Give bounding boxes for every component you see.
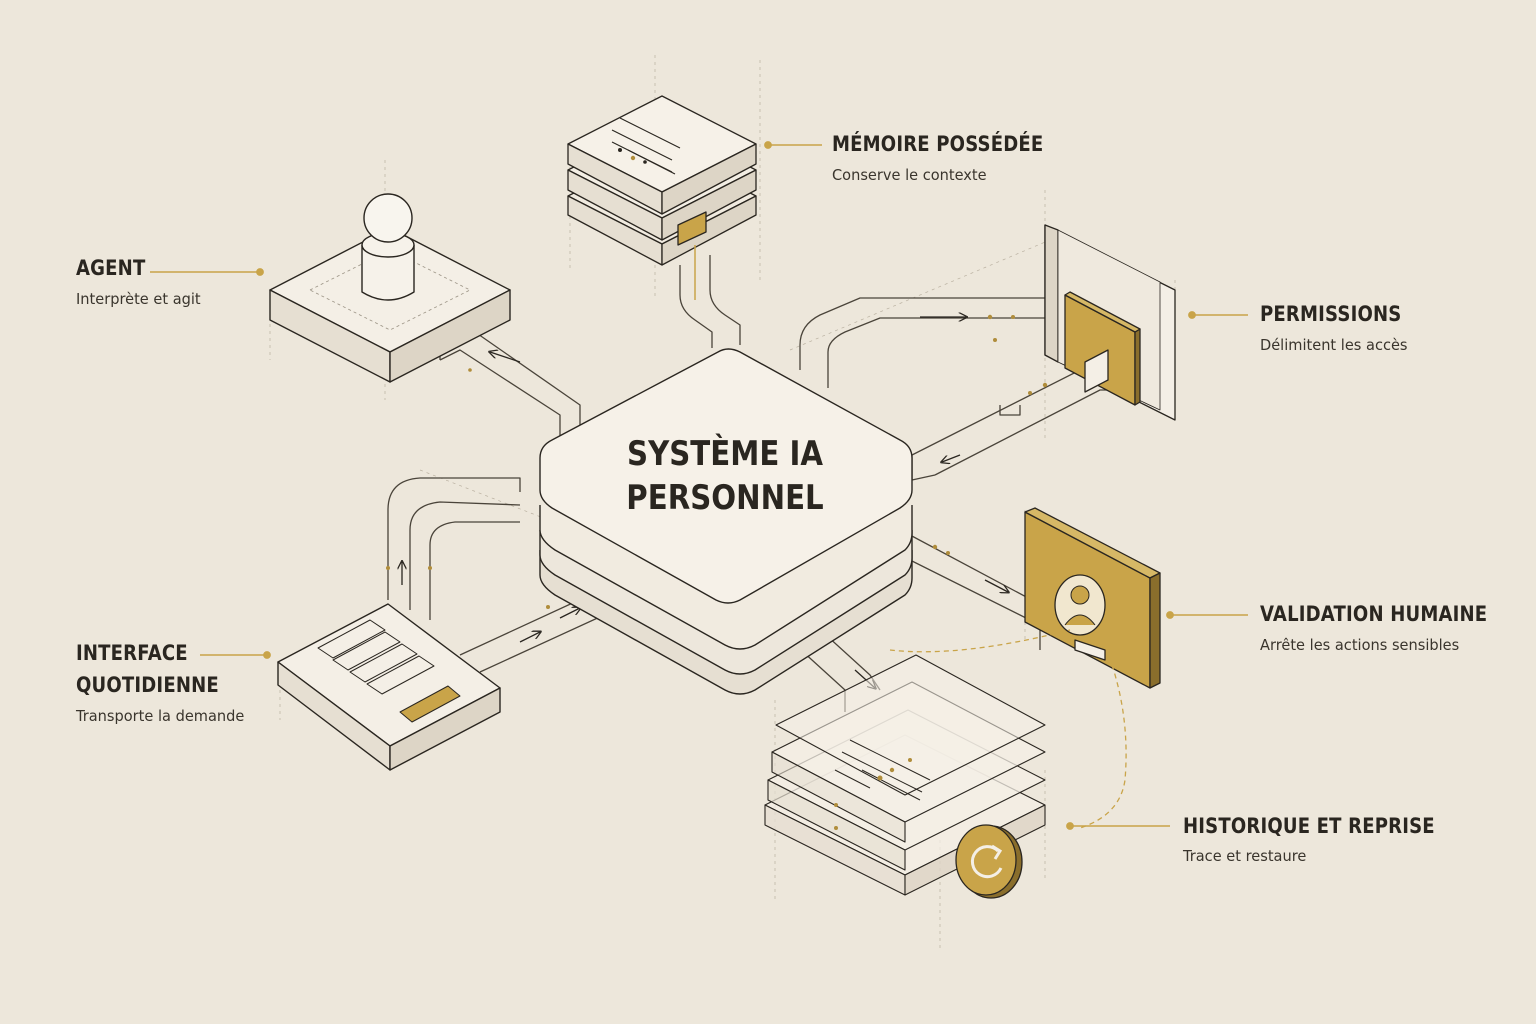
- permissions-panel: [1044, 224, 1176, 421]
- agent-title: AGENT: [76, 256, 146, 280]
- restore-icon: [955, 824, 1023, 899]
- history-stack: [764, 654, 1046, 896]
- memory-stack: [567, 95, 757, 300]
- permissions-title: PERMISSIONS: [1260, 302, 1402, 326]
- center-title-line1: SYSTÈME IA: [627, 434, 823, 474]
- center-platform: [539, 348, 913, 695]
- memoire-title: MÉMOIRE POSSÉDÉE: [832, 132, 1044, 156]
- memory-lines: [611, 117, 681, 175]
- interface-title-line1: INTERFACE: [76, 641, 188, 665]
- historique-title: HISTORIQUE ET REPRISE: [1183, 814, 1435, 838]
- history-lines: [834, 739, 931, 801]
- validation-title: VALIDATION HUMAINE: [1260, 602, 1488, 626]
- flow-arrows: [402, 317, 1008, 688]
- interface-title-line2: QUOTIDIENNE: [76, 673, 219, 697]
- data-dots: [386, 314, 1048, 609]
- agent-platform: [269, 193, 511, 383]
- memoire-subtitle: Conserve le contexte: [832, 166, 987, 184]
- permissions-subtitle: Délimitent les accès: [1260, 336, 1408, 354]
- validation-subtitle: Arrête les actions sensibles: [1260, 636, 1460, 654]
- center-title-line2: PERSONNEL: [626, 478, 824, 518]
- validation-paths: [889, 629, 1127, 829]
- validation-panel: [1024, 507, 1161, 689]
- center-title: SYSTÈME IA PERSONNEL: [566, 432, 884, 520]
- interface-subtitle: Transporte la demande: [76, 707, 245, 725]
- historique-subtitle: Trace et restaure: [1183, 847, 1307, 865]
- agent-subtitle: Interprète et agit: [76, 290, 201, 308]
- interface-device: [277, 603, 501, 771]
- leader-lines: [150, 141, 1248, 830]
